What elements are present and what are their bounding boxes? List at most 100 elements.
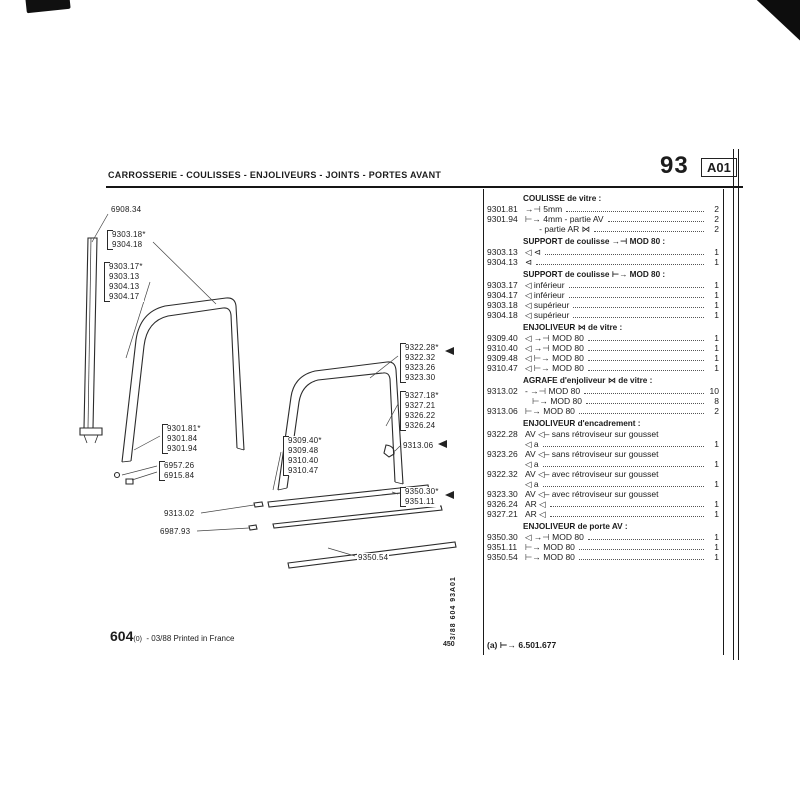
exploded-diagram: 6908.34 9303.18* 9304.18 9303.17* 9303.1… — [70, 190, 470, 650]
part-ref: 9326.24 — [487, 499, 518, 509]
part-label: 9350.54 — [358, 553, 389, 562]
part-desc: ⊢→ MOD 80 — [525, 542, 575, 552]
part-label: 9304.13 — [109, 282, 140, 291]
part-label: 9322.32 — [405, 353, 436, 362]
part-desc: ◁ →⊣ MOD 80 — [525, 333, 584, 343]
part-qty: 1 — [714, 363, 719, 373]
table-row: - partie AR ⋈2 — [487, 224, 719, 234]
part-label: 9327.18* — [405, 391, 439, 400]
dotted-leader — [586, 403, 704, 404]
part-ref: 9309.40 — [487, 333, 518, 343]
table-row: 9303.13◁ ⊲1 — [487, 247, 719, 257]
left-arrow-icon — [438, 440, 447, 448]
callout-9350-54: 9350.54 — [357, 553, 390, 563]
dotted-leader — [542, 486, 704, 487]
dotted-leader — [594, 231, 704, 232]
part-ref: 9327.21 — [487, 509, 518, 519]
part-ref: 9310.40 — [487, 343, 518, 353]
part-qty: 1 — [714, 257, 719, 267]
callout-group-support-inf: 9303.17* 9303.13 9304.13 9304.17 — [104, 262, 144, 302]
dotted-leader — [568, 287, 704, 288]
part-desc: ◁ →⊣ MOD 80 — [525, 343, 584, 353]
page-title: CARROSSERIE - COULISSES - ENJOLIVEURS - … — [108, 170, 442, 180]
table-right-border — [723, 189, 724, 655]
part-qty: 1 — [714, 280, 719, 290]
table-footnote: (a) ⊢→ 6.501.677 — [487, 640, 557, 650]
part-qty: 2 — [714, 204, 719, 214]
part-qty: 1 — [714, 333, 719, 343]
part-label: 6915.84 — [164, 471, 195, 480]
part-label: 9303.18* — [112, 230, 146, 239]
part-ref: 9310.47 — [487, 363, 518, 373]
header-rule — [106, 186, 743, 188]
part-ref: 9313.06 — [487, 406, 518, 416]
part-desc: AV ◁– sans rétroviseur sur gousset — [525, 449, 659, 459]
waist-strip-2 — [272, 505, 443, 529]
dotted-leader — [587, 340, 704, 341]
dotted-leader — [573, 307, 704, 308]
section-title: ENJOLIVEUR de porte AV : — [523, 522, 628, 531]
page-number: 93 — [660, 152, 689, 179]
part-qty: 2 — [714, 406, 719, 416]
part-qty: 1 — [714, 552, 719, 562]
dotted-leader — [587, 350, 704, 351]
part-qty: 1 — [714, 509, 719, 519]
page-code: A01 — [701, 158, 737, 177]
part-label: 9326.24 — [405, 421, 436, 430]
part-qty: 2 — [714, 214, 719, 224]
dotted-leader — [542, 466, 704, 467]
part-desc: ◁ supérieur — [525, 300, 570, 310]
window-frame-front-outer — [121, 297, 245, 463]
part-desc: ◁ a — [525, 459, 539, 469]
left-arrow-icon — [445, 347, 454, 355]
table-row: 9310.47 ◁ ⊢→ MOD 80 1 — [487, 363, 719, 373]
waist-strip-3 — [287, 541, 457, 569]
part-ref: 9322.32 — [487, 469, 518, 479]
part-ref: 9303.13 — [487, 247, 518, 257]
part-label: 9322.28* — [405, 343, 439, 352]
doc-info: - 03/88 Printed in France — [146, 634, 235, 643]
part-desc: AR ◁ — [525, 509, 546, 519]
window-frame-front-inner — [130, 307, 238, 462]
part-label: 9323.30 — [405, 373, 436, 382]
page-edge-line — [733, 149, 734, 660]
part-ref: 9303.18 — [487, 300, 518, 310]
part-qty: 1 — [714, 439, 719, 449]
callout-group-encadrement-ar: 9327.18* 9327.21 9326.22 9326.24 — [400, 391, 440, 431]
section-title: ENJOLIVEUR d'encadrement : — [523, 419, 641, 428]
part-desc: ⊢→ MOD 80 — [525, 552, 575, 562]
part-qty: 1 — [714, 300, 719, 310]
channel-foot — [79, 427, 103, 436]
part-desc: ◁ a — [525, 439, 539, 449]
callout-6987-93: 6987.93 — [159, 527, 192, 537]
part-ref: 9350.54 — [487, 552, 518, 562]
part-qty: 1 — [714, 247, 719, 257]
part-desc: ◁ supérieur — [525, 310, 570, 320]
left-arrow-icon — [445, 491, 454, 499]
dotted-leader — [549, 516, 704, 517]
callout-group-encadrement-av: 9322.28* 9322.32 9323.26 9323.30 — [400, 343, 440, 383]
dotted-leader — [573, 317, 704, 318]
clip-6987 — [248, 524, 258, 531]
page-edge-line — [738, 149, 739, 660]
doc-footer: 604(0) - 03/88 Printed in France — [110, 628, 234, 646]
section-title: SUPPORT de coulisse ⊢→ MOD 80 : — [523, 270, 666, 279]
part-label: 9304.17 — [109, 292, 140, 301]
screw — [113, 471, 121, 479]
callout-group-enjoliveur-vitre: 9309.40* 9309.48 9310.40 9310.47 — [283, 436, 323, 476]
dotted-leader — [587, 370, 704, 371]
front-run-channel-inner — [87, 237, 92, 429]
part-qty: 2 — [714, 224, 719, 234]
doc-note: (0) — [133, 636, 142, 643]
part-desc: ◁ ⊢→ MOD 80 — [525, 363, 584, 373]
